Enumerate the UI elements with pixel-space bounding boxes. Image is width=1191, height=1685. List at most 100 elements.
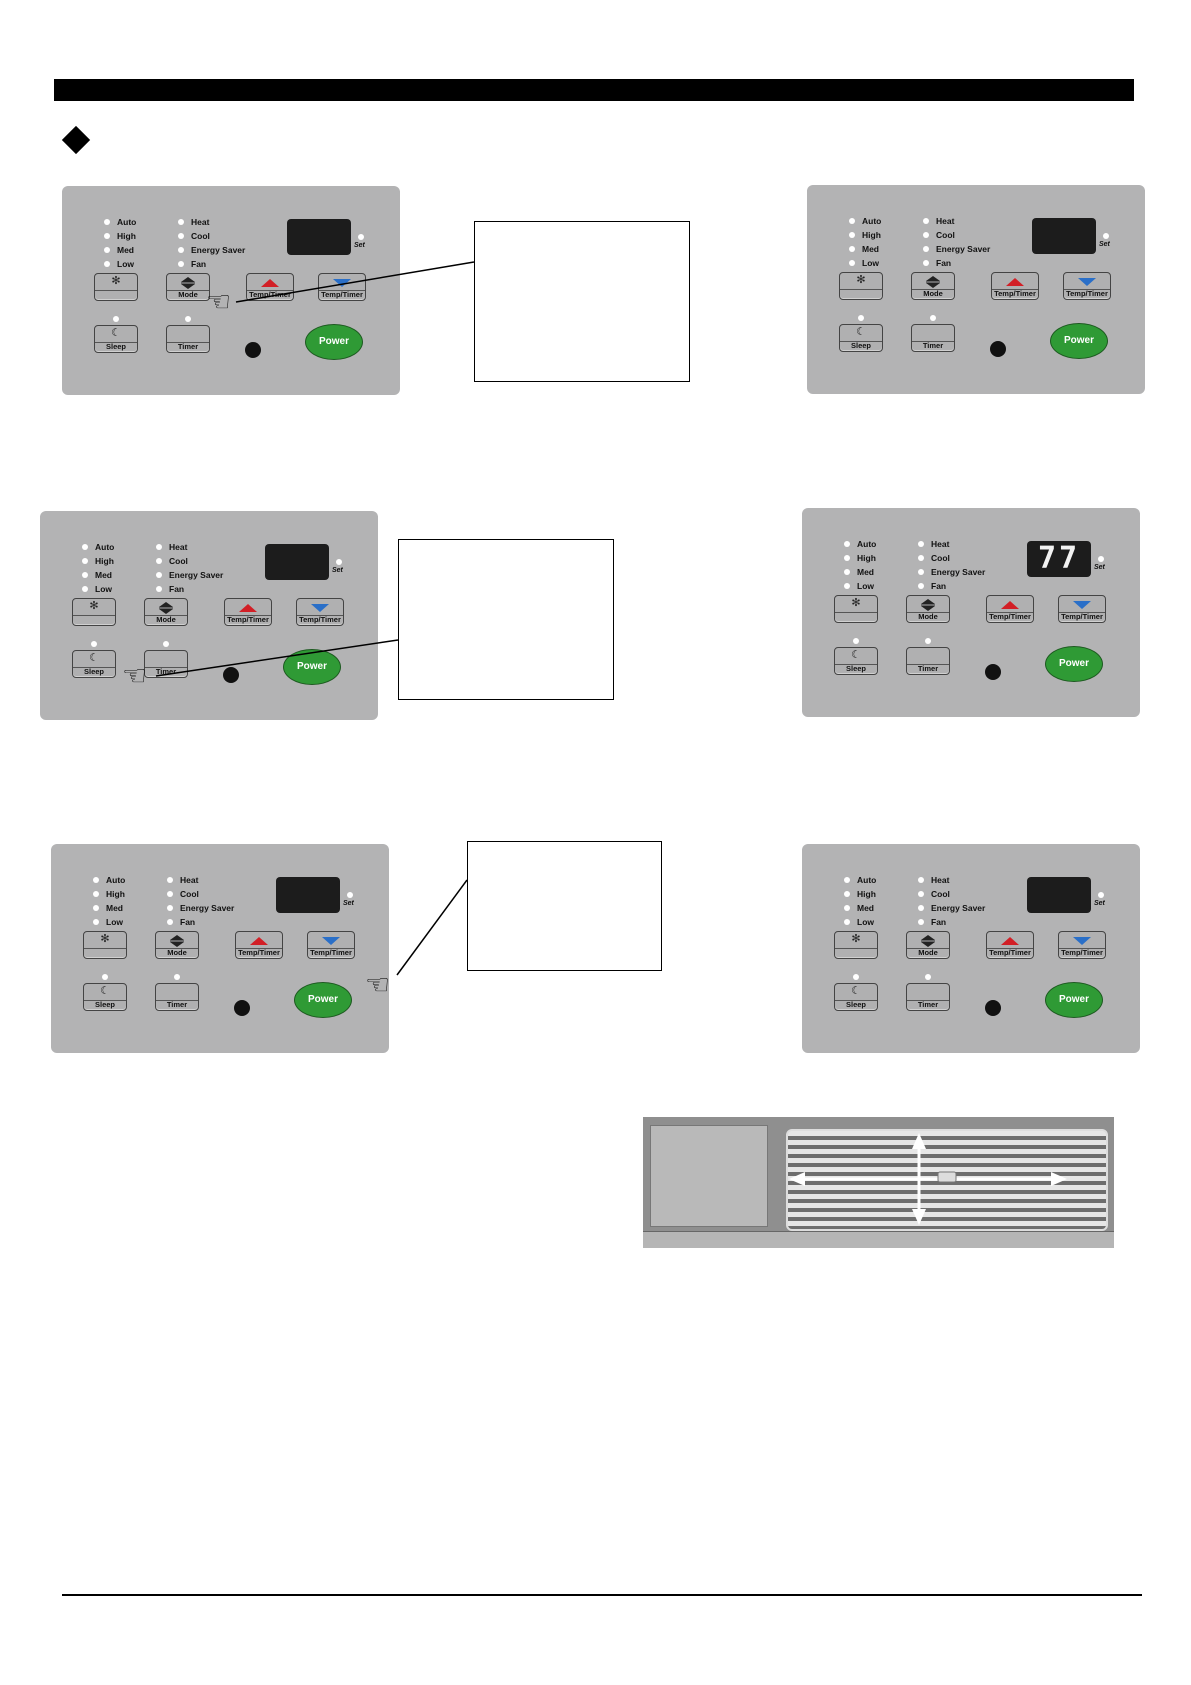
mode-arrows-icon bbox=[921, 935, 935, 947]
mode-button[interactable]: Mode bbox=[906, 595, 950, 623]
fan-icon: ✻ bbox=[851, 933, 861, 945]
mode-arrows-icon bbox=[921, 599, 935, 611]
fan-speed-indicator: Med bbox=[849, 243, 879, 255]
moon-icon: ☾ bbox=[111, 327, 121, 339]
moon-icon: ☾ bbox=[89, 652, 99, 664]
set-label: Set bbox=[1094, 900, 1105, 907]
timer-button[interactable]: Timer bbox=[906, 983, 950, 1011]
fan-speed-button[interactable]: ✻ bbox=[94, 273, 138, 301]
sleep-button[interactable]: ☾ Sleep bbox=[72, 650, 116, 678]
up-arrow-icon bbox=[261, 279, 279, 287]
power-button[interactable]: Power bbox=[294, 982, 352, 1018]
fan-speed-indicator: Auto bbox=[844, 874, 876, 886]
mode-indicator: Heat bbox=[178, 216, 209, 228]
moon-icon: ☾ bbox=[100, 985, 110, 997]
up-arrow-icon bbox=[1001, 601, 1019, 609]
down-arrow-icon bbox=[311, 604, 329, 612]
temperature-display bbox=[265, 544, 329, 580]
temp-down-button[interactable]: Temp/Timer bbox=[296, 598, 344, 626]
temp-up-button[interactable]: Temp/Timer bbox=[235, 931, 283, 959]
timer-button[interactable]: Timer bbox=[911, 324, 955, 352]
down-arrow-icon bbox=[1073, 937, 1091, 945]
fan-icon: ✻ bbox=[89, 600, 99, 612]
timer-indicator bbox=[925, 974, 931, 980]
fan-speed-button[interactable]: ✻ bbox=[834, 595, 878, 623]
temperature-display bbox=[1027, 877, 1091, 913]
down-arrow-icon bbox=[322, 937, 340, 945]
fan-speed-button[interactable]: ✻ bbox=[72, 598, 116, 626]
mode-indicator: Fan bbox=[156, 583, 184, 595]
power-button[interactable]: Power bbox=[1045, 982, 1103, 1018]
power-button[interactable]: Power bbox=[1050, 323, 1108, 359]
temp-up-button[interactable]: Temp/Timer bbox=[986, 595, 1034, 623]
up-arrow-icon bbox=[239, 604, 257, 612]
temp-down-button[interactable]: Temp/Timer bbox=[307, 931, 355, 959]
power-button[interactable]: Power bbox=[305, 324, 363, 360]
power-button[interactable]: Power bbox=[1045, 646, 1103, 682]
control-panel-6: Auto High Med Low Heat Cool Energy Saver… bbox=[802, 844, 1140, 1053]
fan-speed-indicator: Low bbox=[844, 916, 874, 928]
timer-button[interactable]: Timer bbox=[166, 325, 210, 353]
mode-button[interactable]: Mode bbox=[144, 598, 188, 626]
temp-up-button[interactable]: Temp/Timer bbox=[224, 598, 272, 626]
fan-speed-indicator: Low bbox=[82, 583, 112, 595]
ir-receiver bbox=[985, 1000, 1001, 1016]
mode-indicator: Fan bbox=[923, 257, 951, 269]
fan-icon: ✻ bbox=[111, 275, 121, 287]
fan-speed-indicator: Auto bbox=[104, 216, 136, 228]
fan-speed-button[interactable]: ✻ bbox=[834, 931, 878, 959]
temp-down-button[interactable]: Temp/Timer bbox=[1058, 931, 1106, 959]
sleep-button[interactable]: ☾ Sleep bbox=[94, 325, 138, 353]
mode-indicator: Heat bbox=[156, 541, 187, 553]
sleep-button[interactable]: ☾ Sleep bbox=[834, 647, 878, 675]
control-panel-1: Auto High Med Low Heat Cool Energy Saver… bbox=[62, 186, 400, 395]
temp-up-button[interactable]: Temp/Timer bbox=[991, 272, 1039, 300]
fan-speed-indicator: Low bbox=[93, 916, 123, 928]
sleep-button[interactable]: ☾ Sleep bbox=[839, 324, 883, 352]
mode-indicator: Energy Saver bbox=[918, 902, 985, 914]
set-indicator bbox=[347, 892, 353, 898]
fan-speed-indicator: High bbox=[844, 888, 876, 900]
set-label: Set bbox=[1094, 564, 1105, 571]
mode-button[interactable]: Mode bbox=[906, 931, 950, 959]
ir-receiver bbox=[985, 664, 1001, 680]
timer-button[interactable]: Timer bbox=[144, 650, 188, 678]
fan-speed-button[interactable]: ✻ bbox=[839, 272, 883, 300]
airflow-arrows-icon bbox=[789, 1133, 1067, 1225]
unit-base bbox=[643, 1231, 1114, 1248]
control-panel-2: Auto High Med Low Heat Cool Energy Saver… bbox=[807, 185, 1145, 394]
pointing-hand-icon: ☜ bbox=[206, 286, 232, 317]
fan-speed-indicator: High bbox=[104, 230, 136, 242]
mode-arrows-icon bbox=[159, 602, 173, 614]
fan-speed-button[interactable]: ✻ bbox=[83, 931, 127, 959]
mode-button[interactable]: Mode bbox=[166, 273, 210, 301]
temp-down-button[interactable]: Temp/Timer bbox=[1058, 595, 1106, 623]
timer-button[interactable]: Timer bbox=[155, 983, 199, 1011]
set-label: Set bbox=[343, 900, 354, 907]
mode-indicator: Energy Saver bbox=[918, 566, 985, 578]
sleep-button[interactable]: ☾ Sleep bbox=[83, 983, 127, 1011]
set-indicator bbox=[1098, 892, 1104, 898]
set-label: Set bbox=[1099, 241, 1110, 248]
sleep-indicator bbox=[858, 315, 864, 321]
moon-icon: ☾ bbox=[851, 985, 861, 997]
pointing-hand-icon: ☜ bbox=[365, 969, 391, 1000]
temp-down-button[interactable]: Temp/Timer bbox=[1063, 272, 1111, 300]
mode-button[interactable]: Mode bbox=[155, 931, 199, 959]
air-conditioner-photo bbox=[643, 1117, 1114, 1248]
callout-box bbox=[398, 539, 614, 700]
timer-indicator bbox=[163, 641, 169, 647]
sleep-button[interactable]: ☾ Sleep bbox=[834, 983, 878, 1011]
up-arrow-icon bbox=[250, 937, 268, 945]
mode-indicator: Heat bbox=[167, 874, 198, 886]
timer-button[interactable]: Timer bbox=[906, 647, 950, 675]
temp-up-button[interactable]: Temp/Timer bbox=[246, 273, 294, 301]
sleep-indicator bbox=[113, 316, 119, 322]
temp-up-button[interactable]: Temp/Timer bbox=[986, 931, 1034, 959]
pointing-hand-icon: ☜ bbox=[122, 660, 148, 691]
moon-icon: ☾ bbox=[856, 326, 866, 338]
mode-indicator: Cool bbox=[918, 888, 950, 900]
mode-indicator: Energy Saver bbox=[923, 243, 990, 255]
mode-button[interactable]: Mode bbox=[911, 272, 955, 300]
